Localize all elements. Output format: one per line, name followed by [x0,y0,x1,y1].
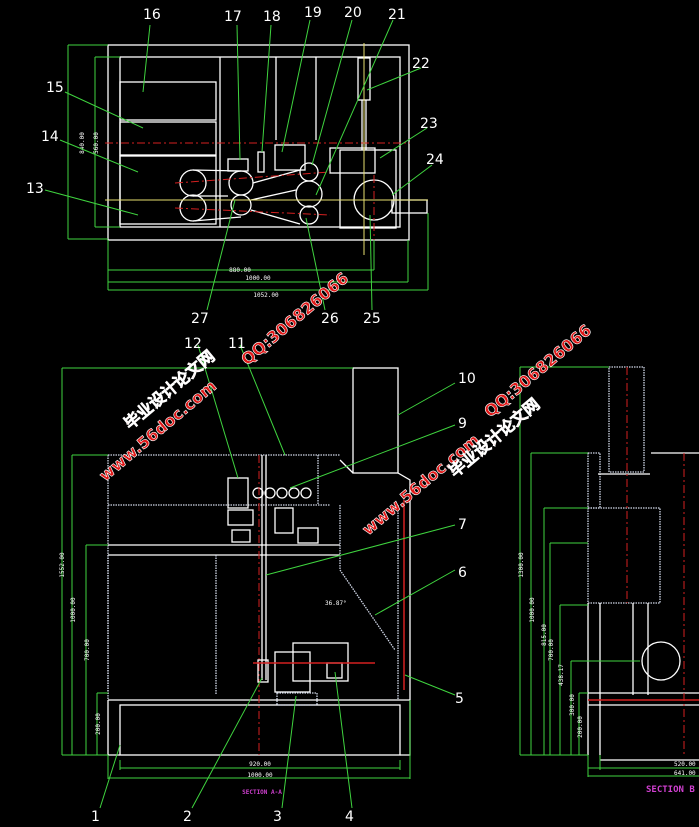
dim-text: 700.00 [548,639,555,661]
dim-text: 880.00 [229,267,251,274]
dim-text: 520.00 [674,761,696,768]
part-label: 22 [412,56,430,72]
part-label: 13 [26,181,44,197]
part-label: 9 [458,416,467,432]
section-title: SECTION B [646,785,695,795]
dim-text: 438.17 [558,664,565,686]
dim-text: 1000.00 [245,275,271,282]
part-label: 24 [426,152,444,168]
part-label: 16 [143,7,161,23]
part-labels: 16 17 18 19 20 21 22 23 24 15 14 13 27 2… [26,5,476,825]
part-label: 6 [458,565,467,581]
part-label: 19 [304,5,322,21]
part-label: 20 [344,5,362,21]
part-label: 15 [46,80,64,96]
dim-text: 1052.00 [253,292,279,299]
part-label: 21 [388,7,406,23]
part-label: 23 [420,116,438,132]
part-label: 2 [183,809,192,825]
part-label: 25 [363,311,381,327]
part-label: 7 [458,517,467,533]
part-label: 10 [458,371,476,387]
dim-text: 200.00 [95,713,102,735]
part-label: 4 [345,809,354,825]
part-label: 14 [41,129,59,145]
dim-text: 840.00 [79,132,86,154]
dim-text: 560.00 [93,132,100,154]
part-label: 17 [224,9,242,25]
section-a-a: 36.87° 1552.00 1000.00 700.00 200.00 920… [59,344,456,809]
part-label: 5 [455,691,464,707]
dim-text: 200.00 [577,716,584,738]
part-label: 26 [321,311,339,327]
angle-text: 36.87° [325,600,347,607]
dim-text: 1300.00 [518,552,525,578]
dim-text: 1000.00 [70,597,77,623]
part-label: 27 [191,311,209,327]
top-view: 840.00 560.00 880.00 1000.00 1052.00 [44,19,433,311]
section-title: SECTION A-A [242,789,282,796]
dim-text: 1000.00 [529,597,536,623]
dim-text: 1000.00 [247,772,273,779]
dim-text: 700.00 [84,639,91,661]
part-label: 12 [184,336,202,352]
dim-text: 1552.00 [59,552,66,578]
part-label: 1 [91,809,100,825]
dim-text: 300.00 [569,694,576,716]
dim-text: 641.00 [674,770,696,777]
part-label: 3 [273,809,282,825]
dim-text: 815.00 [541,624,548,646]
section-b: 1300.00 1000.00 815.00 700.00 438.17 300… [518,366,699,795]
part-label: 18 [263,9,281,25]
part-label: 11 [228,336,246,352]
dim-text: 920.00 [249,761,271,768]
